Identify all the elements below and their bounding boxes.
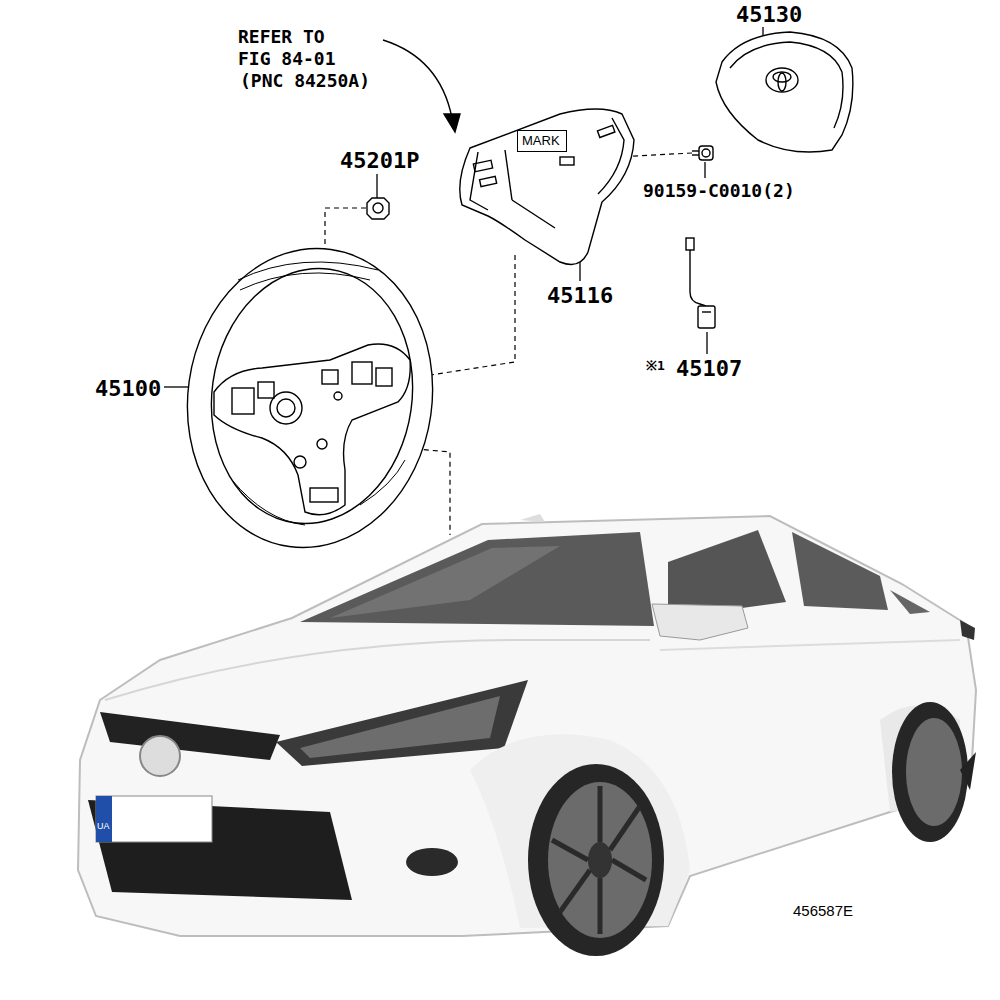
steering-wheel	[168, 232, 451, 563]
box-text: MARK	[522, 134, 562, 147]
switch-bezel	[460, 109, 634, 264]
reference-arrow	[383, 40, 452, 118]
callout-number: 45201P	[340, 150, 419, 172]
mark-box: MARK	[517, 130, 567, 152]
reference-note: REFER TO	[238, 28, 325, 46]
car-photo	[78, 514, 976, 956]
reference-note: (PNC 84250A)	[240, 72, 370, 90]
screw	[692, 146, 713, 160]
airbag-pad	[716, 32, 853, 152]
callout-number: 45130	[736, 4, 802, 26]
part-number: 90159-C0010(2)	[643, 182, 795, 200]
figure-code: 456587E	[793, 903, 853, 918]
wire-harness	[686, 238, 715, 328]
reference-note: FIG 84-01	[238, 50, 336, 68]
callout-number: 45107	[676, 358, 742, 380]
arrow-head	[444, 114, 460, 132]
plate-text: UA	[97, 822, 110, 831]
callout-number: 45116	[547, 285, 613, 307]
callout-number: 45100	[95, 378, 161, 400]
nut	[367, 198, 389, 219]
note-mark: ※1	[646, 359, 665, 372]
